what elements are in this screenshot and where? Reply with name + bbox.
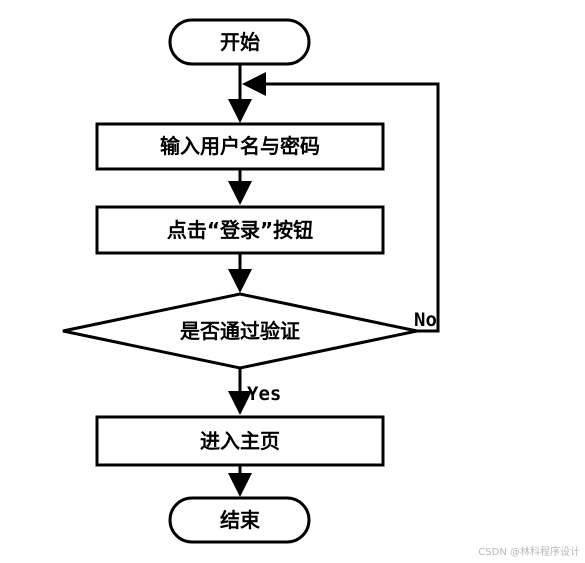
decision-label: 是否通过验证 (179, 319, 300, 343)
process-enter-home: 进入主页 (95, 415, 385, 467)
decision-verified: 是否通过验证 (62, 292, 418, 370)
arrow-no-loop-back (242, 72, 440, 333)
process-input-credentials: 输入用户名与密码 (95, 122, 385, 171)
end-shape (168, 496, 311, 544)
branch-label-no: No (414, 309, 437, 331)
start-terminal: 开始 (168, 18, 311, 66)
process-enter-home-label: 进入主页 (200, 429, 280, 453)
process-input-credentials-label: 输入用户名与密码 (160, 134, 320, 158)
end-terminal: 结束 (168, 496, 311, 544)
process-click-login-label: 点击“登录”按钮 (167, 218, 313, 242)
start-label: 开始 (220, 30, 260, 54)
process-click-login: 点击“登录”按钮 (95, 205, 385, 255)
end-label: 结束 (220, 508, 261, 532)
watermark: CSDN @林科程序设计 (478, 545, 580, 558)
process-enter-home-shape (95, 415, 385, 467)
branch-label-yes: Yes (247, 383, 281, 405)
process-input-credentials-shape (95, 122, 385, 171)
